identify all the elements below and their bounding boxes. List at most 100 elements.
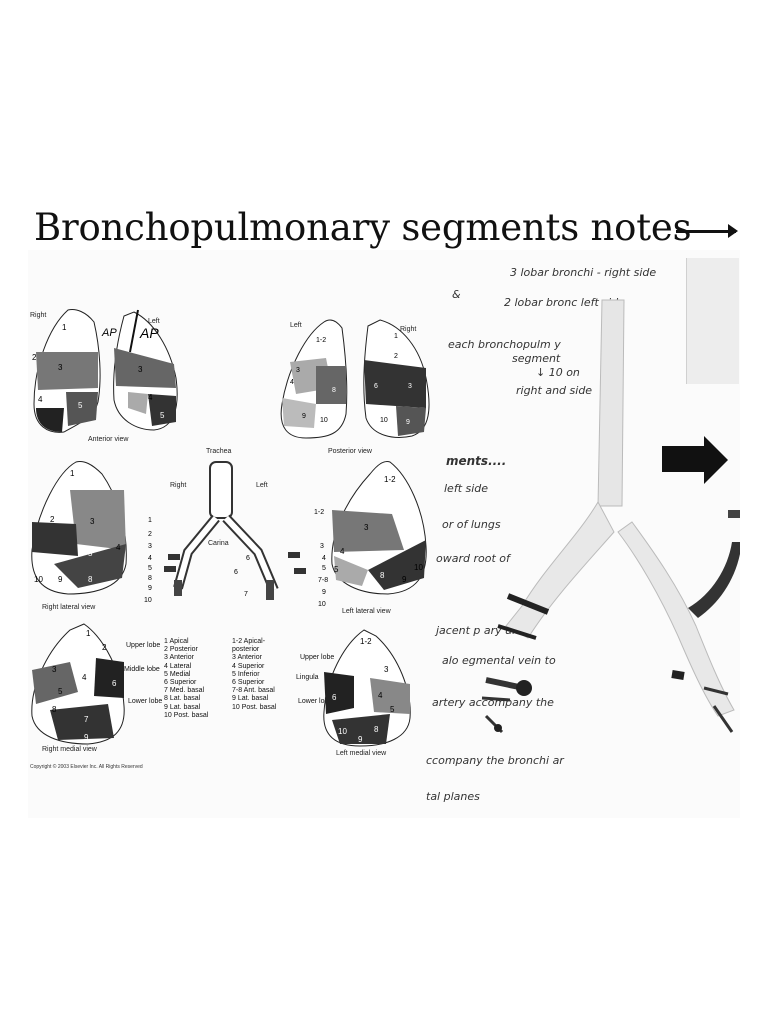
rmed-num: 8: [52, 705, 57, 714]
note-line: 2 lobar bronc left side: [504, 296, 625, 309]
left-medial-caption: Left medial view: [336, 750, 387, 757]
llat-num: 4: [340, 547, 345, 556]
posterior-num: 8: [332, 387, 336, 394]
lmed-num: 10: [338, 727, 347, 736]
handwritten-ap: AP: [101, 327, 117, 339]
note-line: each bronchopulm y: [448, 338, 561, 351]
rmed-num: 2: [102, 643, 107, 652]
rmed-num: 4: [82, 673, 87, 682]
rmed-num: 9: [84, 733, 89, 742]
ampersand-mark: &: [452, 288, 461, 301]
anterior-num: 4: [148, 393, 153, 402]
rlat-num: 5: [88, 549, 93, 558]
rmed-num: 5: [58, 687, 63, 696]
tree-num: 7-8: [318, 577, 328, 584]
bronchial-tree-diagram: 1 2 3 4 5 8 9 10 6 7 1-2 3 4 5 7-8 9 10 …: [144, 461, 328, 608]
lmed-num: 9: [358, 735, 363, 744]
rlat-num: 2: [50, 515, 55, 524]
anterior-num: 4: [38, 395, 43, 404]
anterior-num: 5: [78, 401, 83, 410]
posterior-num: 2: [394, 353, 398, 360]
posterior-view-caption: Posterior view: [328, 448, 372, 455]
note-line: ↓ 10 on: [536, 366, 580, 379]
right-lateral-caption: Right lateral view: [42, 604, 96, 611]
rlat-num: 4: [116, 543, 121, 552]
note-line: 3 lobar bronchi - right side: [510, 266, 657, 279]
right-arrow-icon: [676, 224, 738, 238]
tree-num: 5: [322, 565, 326, 572]
anterior-num: 3: [138, 365, 143, 374]
tree-right-label: Right: [170, 482, 187, 489]
page-title: Bronchopulmonary segments notes: [34, 206, 692, 249]
lmed-num: 6: [332, 693, 337, 702]
anterior-num: 5: [160, 411, 165, 420]
right-lateral-diagram: 1 2 3 4 5 10 9 8: [31, 461, 127, 595]
note-line: oward root of: [436, 552, 510, 565]
notes-sheet: Right Left 1 2 3 4 5 3 4 5 AP AP Anterio…: [28, 250, 740, 818]
lingula-label: Lingula: [296, 674, 319, 681]
left-lateral-diagram: 1-2 3 4 5 8 9 10: [331, 461, 427, 595]
note-line: or of lungs: [442, 518, 501, 531]
tree-num: 3: [148, 543, 152, 550]
posterior-num: 10: [320, 417, 328, 424]
rlat-num: 9: [58, 575, 63, 584]
right-lower-lobe-label: Lower lobe: [128, 698, 163, 705]
tree-num: 4: [322, 555, 326, 562]
anterior-right-label: Right: [30, 312, 47, 319]
rlat-num: 1: [70, 469, 75, 478]
posterior-num: 3: [408, 383, 412, 390]
right-upper-lobe-label: Upper lobe: [126, 642, 161, 649]
posterior-num: 1-2: [316, 337, 326, 344]
note-line: artery accompany the: [432, 696, 554, 709]
lmed-num: 1-2: [360, 637, 372, 646]
rmed-num: 7: [84, 715, 89, 724]
llat-num: 10: [414, 563, 423, 572]
anterior-lungs-diagram: 1 2 3 4 5 3 4 5 AP AP: [32, 309, 178, 433]
llat-num: 9: [402, 575, 407, 584]
tree-num: 9: [148, 585, 152, 592]
tree-num: 7: [244, 591, 248, 598]
llat-num: 5: [334, 565, 339, 574]
rmed-num: 1: [86, 629, 91, 638]
note-line: right and side: [516, 384, 593, 397]
rlat-num: 8: [88, 575, 93, 584]
llat-num: 1-2: [384, 475, 396, 484]
handwritten-ap: AP: [139, 325, 159, 341]
note-line: alo egmental vein to: [442, 654, 556, 667]
lmed-num: 4: [378, 691, 383, 700]
posterior-lungs-diagram: 1-2 3 4 8 9 10 1 2 3 6 10 9: [280, 319, 430, 439]
posterior-num: 3: [296, 367, 300, 374]
tree-num: 4: [148, 555, 152, 562]
posterior-num: 1: [394, 333, 398, 340]
posterior-num: 4: [290, 379, 294, 386]
llat-num: 3: [364, 523, 369, 532]
tree-num: 2: [148, 531, 152, 538]
copyright-notice: Copyright © 2003 Elsevier Inc. All Right…: [30, 764, 143, 770]
tree-num: 1-2: [314, 509, 324, 516]
carina-label: Carina: [208, 540, 229, 547]
segment-3-shade: [36, 352, 98, 390]
tree-num: 6: [246, 555, 250, 562]
posterior-num: 9: [406, 419, 410, 426]
posterior-num: 6: [374, 383, 378, 390]
rmed-num: 6: [112, 679, 117, 688]
pointer-arrow-icon: [662, 436, 728, 484]
pinned-note-background: [686, 258, 739, 384]
right-medial-caption: Right medial view: [42, 746, 97, 753]
left-lateral-caption: Left lateral view: [342, 608, 391, 615]
note-heading: ments....: [446, 454, 507, 468]
anterior-num: 1: [62, 323, 67, 332]
note-line: left side: [444, 482, 489, 495]
posterior-left-label: Left: [290, 322, 302, 329]
bronchi-model-photo: [481, 299, 740, 734]
note-line: tal planes: [426, 790, 480, 803]
trachea-label: Trachea: [206, 448, 232, 455]
tree-num: 1: [148, 517, 152, 524]
left-medial-diagram: 1-2 3 4 5 6 8 9 10: [323, 629, 411, 747]
right-medial-diagram: 1 2 3 4 5 6 7 8 9: [31, 623, 125, 745]
lmed-num: 3: [384, 665, 389, 674]
tree-num: 3: [320, 543, 324, 550]
left-lower-lobe-label: Lower lobe: [298, 698, 333, 705]
